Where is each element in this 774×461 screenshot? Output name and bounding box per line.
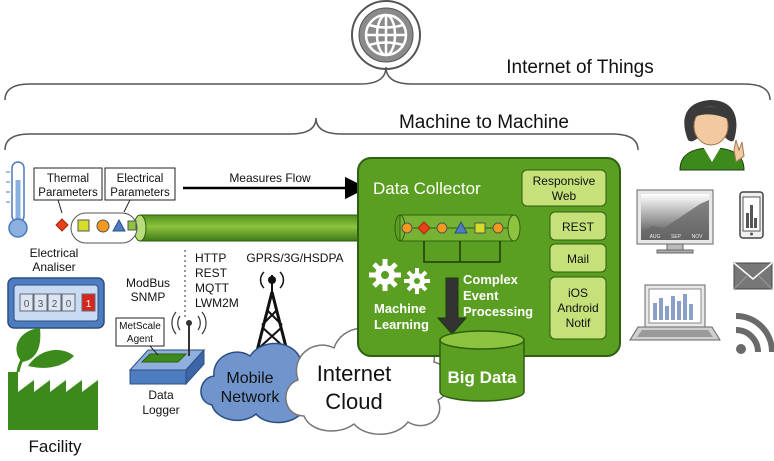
thermal-label-1: Thermal — [47, 173, 89, 185]
output-web-label-2: Web — [552, 189, 577, 203]
output-mobile-notif[interactable]: iOS Android Notif — [549, 276, 607, 340]
lwm2m-label: LWM2M — [195, 296, 239, 310]
http-label: HTTP — [195, 251, 226, 265]
iot-title: Internet of Things — [506, 57, 654, 78]
output-responsive-web[interactable]: Responsive Web — [521, 169, 607, 207]
cell-tower-icon — [254, 271, 290, 356]
chart-month-sep: SEP — [671, 234, 682, 240]
mobile-network-label-1: Mobile — [226, 370, 273, 387]
electrical-meter-icon: 0 3 2 0 1 — [7, 277, 105, 329]
output-mail-label: Mail — [567, 252, 589, 266]
chart-month-aug: AUG — [650, 234, 661, 240]
data-bubble-collector — [401, 220, 508, 235]
internet-cloud-label-2: Cloud — [325, 389, 382, 414]
output-rest-label: REST — [562, 220, 595, 234]
modbus-label: ModBus — [126, 276, 170, 290]
mqtt-label: MQTT — [195, 281, 230, 295]
agent-label-1: MetScale — [119, 321, 161, 332]
cep-label-1: Complex — [463, 272, 519, 287]
ml-label-2: Learning — [374, 317, 429, 332]
meter-digit-1: 0 — [24, 299, 30, 310]
thermal-parameters-callout: Thermal Parameters — [33, 167, 103, 214]
mail-envelope-icon — [733, 262, 773, 290]
down-arrow-icon — [436, 277, 468, 335]
data-bubble-left — [55, 212, 138, 244]
output-mail[interactable]: Mail — [549, 243, 607, 273]
meter-digit-5: 1 — [86, 299, 92, 310]
thermal-label-2: Parameters — [38, 187, 98, 199]
meter-digit-2: 3 — [38, 299, 44, 310]
user-avatar-icon — [679, 100, 745, 171]
collector-pipe-end — [507, 214, 521, 242]
meter-digit-4: 0 — [66, 299, 72, 310]
meter-digit-3: 2 — [52, 299, 58, 310]
smartphone-icon — [739, 191, 764, 239]
processing-connectors — [423, 241, 501, 263]
electrical-parameters-callout: Electrical Parameters — [104, 167, 176, 213]
facility-label: Facility — [29, 437, 82, 456]
iot-brace — [4, 66, 771, 101]
logger-label-1: Data — [148, 388, 174, 402]
mobile-network-label-2: Network — [221, 389, 281, 406]
rest-protocol-label: REST — [195, 266, 228, 280]
cellular-label: GPRS/3G/HSDPA — [246, 251, 343, 265]
big-data-label: Big Data — [448, 368, 518, 387]
rss-feed-icon — [735, 313, 774, 354]
analiser-label-1: Electrical — [30, 246, 79, 260]
gears-icon — [369, 259, 430, 294]
chart-month-nov: NOV — [692, 234, 704, 240]
factory-icon — [8, 328, 98, 430]
data-collector-title: Data Collector — [373, 179, 481, 198]
cep-label-2: Event — [463, 288, 499, 303]
globe-icon — [351, 0, 421, 70]
measures-flow-label: Measures Flow — [229, 171, 311, 185]
agent-label-2: Agent — [127, 334, 153, 345]
cep-label-3: Processing — [463, 304, 533, 319]
logger-label-2: Logger — [142, 403, 179, 417]
monitor-icon: AUG SEP NOV — [636, 189, 714, 254]
output-mobile-label-2: Android — [557, 301, 598, 315]
ml-label-1: Machine — [374, 301, 426, 316]
big-data-cylinder: Big Data — [439, 330, 525, 402]
thermometer-icon — [6, 161, 28, 238]
snmp-label: SNMP — [131, 290, 166, 304]
m2m-brace — [4, 117, 639, 151]
m2m-title: Machine to Machine — [399, 112, 569, 133]
output-mobile-label-1: iOS — [568, 286, 588, 300]
metscale-agent-callout: MetScale Agent — [115, 317, 165, 356]
electrical-params-label-1: Electrical — [117, 173, 164, 185]
output-mobile-label-3: Notif — [566, 316, 591, 330]
electrical-params-label-2: Parameters — [110, 187, 170, 199]
analiser-label-2: Analiser — [32, 260, 75, 274]
internet-cloud-label-1: Internet — [317, 361, 392, 386]
laptop-icon — [629, 284, 721, 341]
data-logger-device — [128, 311, 207, 386]
output-web-label-1: Responsive — [533, 174, 596, 188]
output-rest[interactable]: REST — [549, 211, 607, 241]
